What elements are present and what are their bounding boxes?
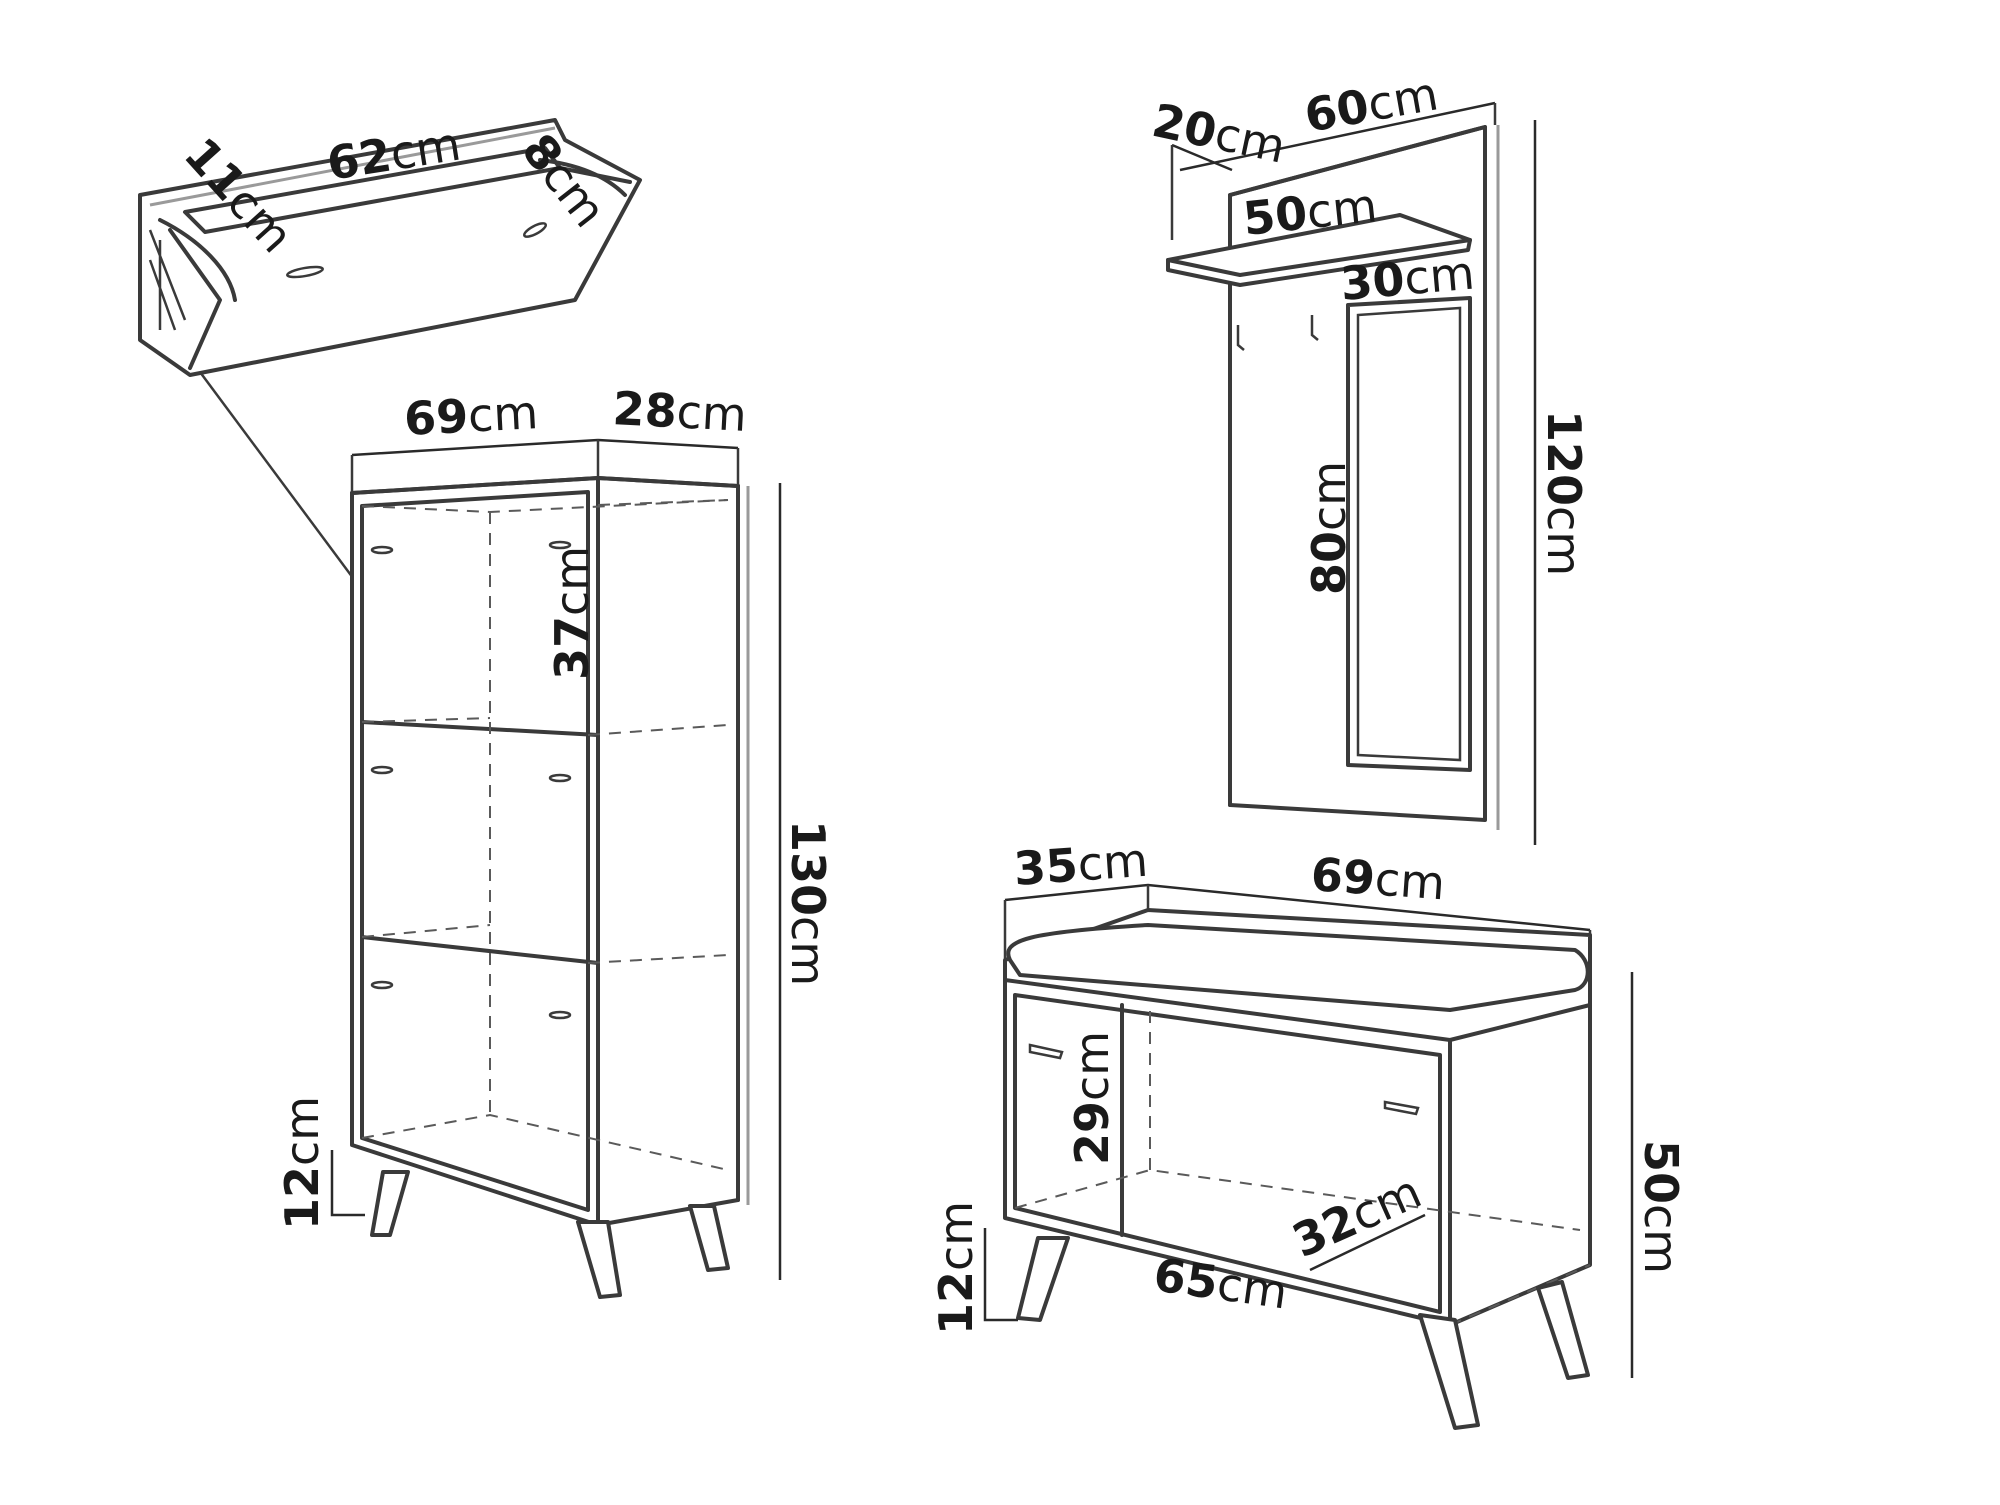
wall-panel-labels: 20cm 60cm 50cm 30cm 80cm 120cm [1148,66,1591,595]
cabinet-height-label: 130cm [781,820,835,986]
shoe-width-label: 62cm [323,117,464,191]
shoe-cabinet-labels: 62cm 11cm 8cm [174,117,617,263]
tall-cabinet-labels: 69cm 28cm 37cm 130cm 12cm [275,381,835,1230]
bench-height-label: 50cm [1634,1140,1688,1274]
bench-width-label: 69cm [1309,847,1447,910]
bench-inner-height-label: 29cm [1065,1031,1119,1165]
panel-width-label: 60cm [1301,66,1442,142]
cabinet-shelf-label: 37cm [545,546,599,680]
bench-labels: 35cm 69cm 29cm 32cm 65cm 50cm 12cm [929,833,1688,1335]
cabinet-legs-label: 12cm [275,1096,329,1230]
wall-panel-drawing [1166,101,1537,845]
mirror-height-label: 80cm [1302,461,1356,595]
bench-drawing [983,883,1634,1430]
cabinet-depth-label: 28cm [611,381,748,442]
tall-cabinet-drawing [330,438,782,1299]
cabinet-width-label: 69cm [403,385,540,446]
bench-depth-label: 35cm [1012,833,1150,896]
panel-shelf-label: 50cm [1241,178,1380,246]
bench-inner-width-label: 65cm [1150,1247,1290,1319]
mirror-width-label: 30cm [1338,245,1476,310]
panel-height-label: 120cm [1537,410,1591,576]
shoe-cabinet-drawing [138,118,642,649]
bench-legs-label: 12cm [929,1201,983,1335]
